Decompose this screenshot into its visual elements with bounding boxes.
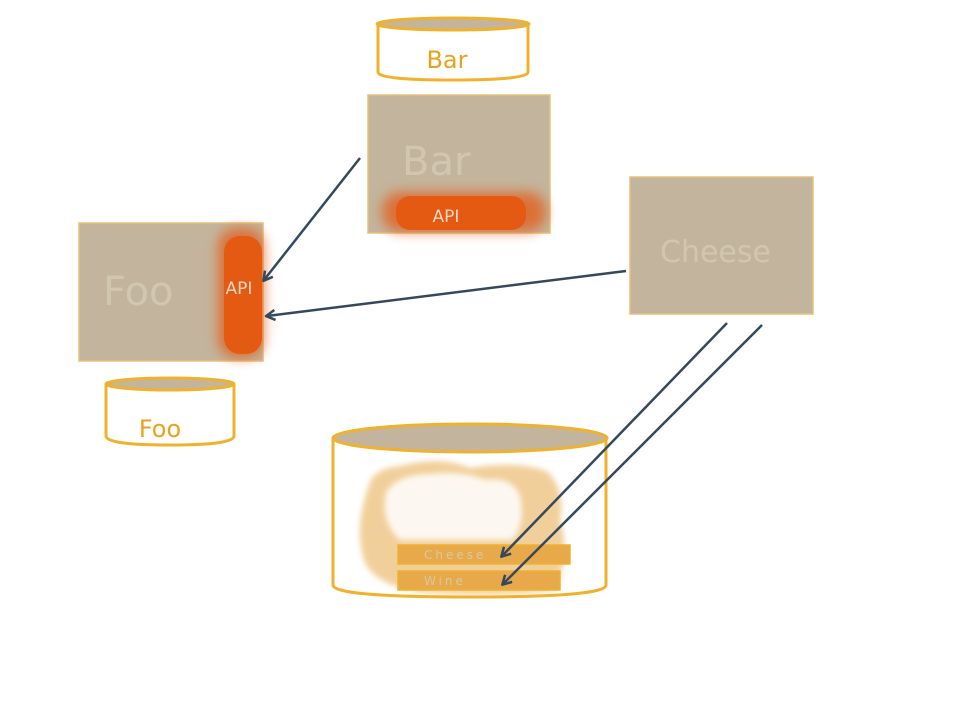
arrow-bar-to-foo-api <box>264 157 361 280</box>
table-wine-label: Wine <box>424 574 466 588</box>
service-bar: Bar API <box>367 94 551 234</box>
service-bar-api-label: API <box>433 207 460 227</box>
database-foo: Foo <box>104 376 236 447</box>
table-cheese-label: Cheese <box>424 548 486 562</box>
database-shared: Cheese Wine <box>331 422 609 599</box>
database-shared-splash-highlight <box>384 472 522 540</box>
service-bar-label: Bar <box>402 139 471 185</box>
service-cheese-label: Cheese <box>660 235 771 270</box>
service-foo-api-label: API <box>226 279 253 299</box>
service-foo-api-port <box>224 236 262 354</box>
table-wine <box>397 570 561 591</box>
service-foo: Foo API <box>78 222 264 362</box>
service-cheese-box <box>629 176 814 315</box>
database-bar-top <box>375 16 531 32</box>
database-shared-top <box>331 422 609 454</box>
arrow-cheese-to-foo-api <box>267 269 627 316</box>
arrow-cheese-to-table-wine <box>503 324 763 584</box>
service-cheese: Cheese <box>629 176 814 315</box>
database-bar-label: Bar <box>426 46 467 74</box>
service-bar-api-port <box>396 196 526 230</box>
arrow-cheese-to-table-cheese <box>502 322 728 556</box>
database-foo-label: Foo <box>139 415 181 443</box>
database-foo-body <box>104 384 236 447</box>
database-bar-body <box>376 24 530 82</box>
database-bar: Bar <box>375 16 531 82</box>
database-foo-top <box>104 376 236 392</box>
service-foo-label: Foo <box>103 269 174 315</box>
